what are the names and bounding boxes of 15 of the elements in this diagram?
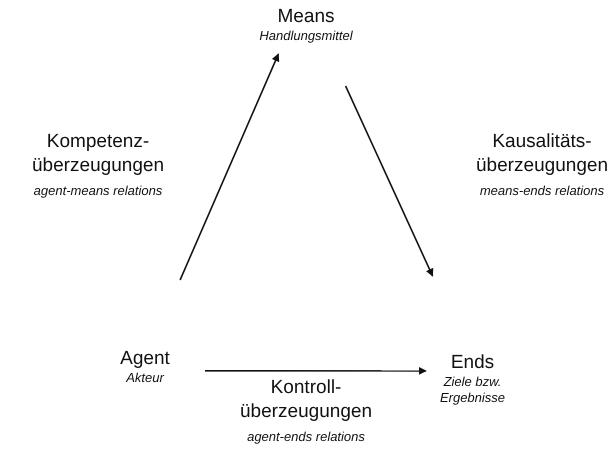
arrow <box>179 53 280 280</box>
belief-label: Kompetenz- überzeugungen <box>32 130 164 178</box>
belief-label: Kausalitäts- überzeugungen <box>476 130 608 178</box>
node-title: Means <box>276 6 336 28</box>
arrow <box>344 86 434 277</box>
relation-label: agent-means relations <box>34 183 162 199</box>
node-title: Ends <box>450 352 496 374</box>
relation-label: agent-ends relations <box>247 429 365 445</box>
node-title: Agent <box>119 348 171 370</box>
belief-label: Kontroll- überzeugungen <box>240 376 372 424</box>
node-subtitle: Akteur <box>124 370 166 386</box>
node-subtitle: Handlungsmittel <box>258 28 354 44</box>
arrow <box>205 366 427 375</box>
relation-label: means-ends relations <box>480 183 604 199</box>
node-subtitle: Ziele bzw. Ergebnisse <box>438 374 506 406</box>
